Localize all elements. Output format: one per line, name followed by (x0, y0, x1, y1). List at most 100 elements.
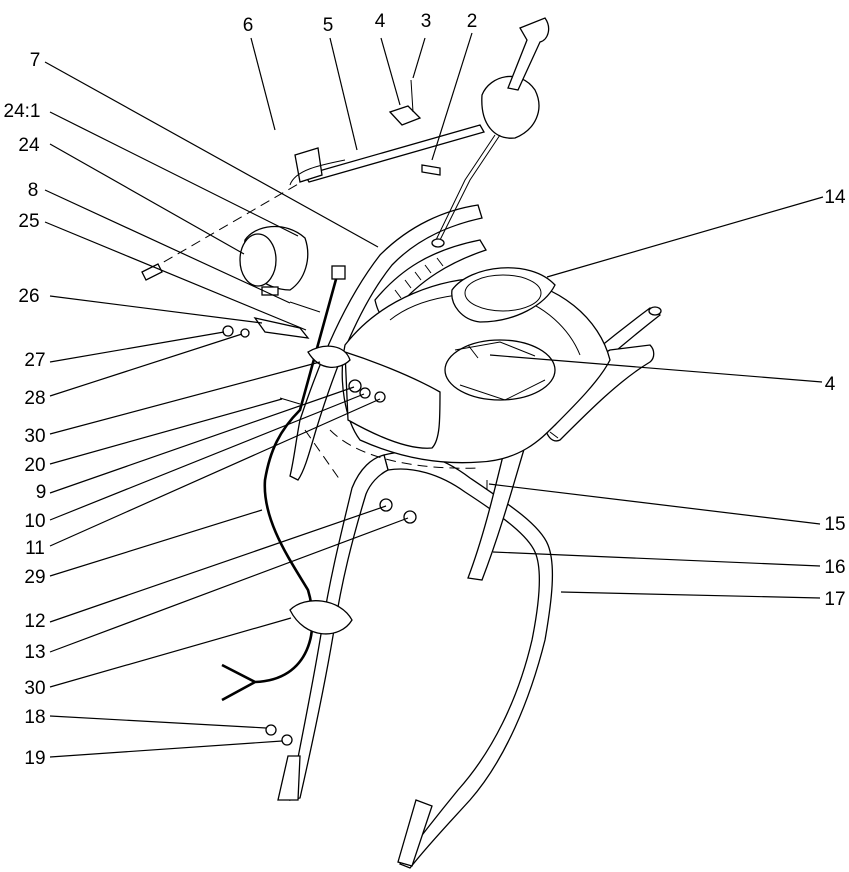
leader-10 (49, 393, 365, 521)
bolt-20 (279, 397, 301, 405)
mount-rod-dashed (149, 179, 306, 271)
leader-30a (49, 361, 321, 435)
chute-mount-opening (444, 339, 556, 401)
deflector-housing (481, 75, 540, 139)
bolt-2 (421, 164, 441, 176)
leader-18 (49, 715, 267, 729)
leader-20 (49, 398, 283, 465)
lower-handle-foot-right (397, 799, 433, 867)
washer-12 (379, 498, 393, 512)
callout-2: 2 (467, 11, 478, 32)
callout-4-lower: 4 (825, 374, 836, 395)
wire-harness (221, 271, 340, 702)
callout-7: 7 (30, 50, 41, 71)
callout-11: 11 (25, 538, 45, 559)
callout-24-1: 24:1 (4, 101, 41, 122)
callout-19: 19 (24, 748, 45, 769)
callout-26: 26 (18, 286, 39, 307)
callout-30-upper: 30 (24, 426, 45, 447)
nut-19 (281, 734, 293, 746)
left-grip-teeth (394, 257, 444, 299)
callout-18: 18 (24, 707, 45, 728)
leader-3 (412, 37, 426, 79)
callout-29: 29 (24, 567, 45, 588)
leader-9 (49, 386, 355, 494)
washer-9 (348, 379, 362, 393)
callout-12: 12 (24, 611, 45, 632)
leader-11 (49, 398, 381, 547)
callout-24: 24 (18, 135, 40, 156)
clip-6 (294, 147, 323, 183)
leader-19 (49, 740, 283, 758)
cable-tie-lower (289, 600, 353, 635)
callout-9: 9 (36, 482, 47, 503)
parts-illustration (141, 17, 662, 869)
deflector-handle (507, 17, 550, 91)
callout-28: 28 (24, 388, 45, 409)
callout-15: 15 (824, 514, 845, 535)
nut-13 (403, 510, 417, 524)
callout-5: 5 (323, 15, 334, 36)
callout-20: 20 (24, 455, 45, 476)
leader-26 (49, 295, 263, 324)
callout-6: 6 (243, 15, 254, 36)
callout-27: 27 (24, 350, 45, 371)
deflector-cable (435, 134, 501, 241)
upper-handle-left (289, 204, 483, 481)
leader-27 (49, 331, 225, 363)
control-plate (344, 351, 441, 449)
harness-connector (331, 265, 346, 280)
leader-30b (49, 617, 292, 688)
screw-4-lower (467, 344, 479, 359)
callout-16: 16 (824, 557, 845, 578)
leader-2 (431, 32, 473, 161)
leader-8 (44, 189, 291, 304)
callout-3: 3 (421, 11, 432, 32)
leader-7 (44, 61, 379, 248)
lower-handle-right (383, 451, 554, 869)
callout-30-lower: 30 (24, 678, 45, 699)
leader-29 (49, 509, 263, 577)
callout-13: 13 (24, 642, 45, 663)
cable-end (431, 238, 445, 248)
callout-14: 14 (824, 187, 846, 208)
upper-handle-right-end (648, 306, 662, 316)
leader-24 (49, 143, 245, 255)
wire-6 (289, 159, 346, 186)
washer-10 (359, 387, 371, 399)
leader-4b (489, 354, 823, 383)
washer-28 (240, 328, 250, 338)
leader-4a (380, 37, 401, 106)
bolt-8 (289, 301, 321, 313)
mount-rod (304, 124, 485, 183)
bracket-4 (388, 105, 422, 126)
bracket-26 (253, 316, 310, 339)
leader-5 (329, 37, 358, 151)
nut-27 (222, 325, 234, 337)
callout-17: 17 (824, 589, 845, 610)
bolt-18 (265, 724, 277, 736)
leader-16 (492, 551, 821, 567)
leader-17 (560, 591, 821, 599)
leader-24-1 (49, 111, 299, 237)
leader-lines (44, 32, 824, 758)
bolt-3 (410, 79, 414, 113)
callout-labels: 6 5 4 3 2 7 24:1 24 8 25 14 26 27 4 28 3… (4, 11, 846, 769)
callout-8: 8 (28, 180, 39, 201)
callout-25: 25 (18, 211, 39, 232)
lower-handle-foot-left (277, 755, 301, 801)
console-shadow-dashed (304, 429, 481, 481)
leader-25 (44, 221, 307, 331)
leader-28 (49, 333, 243, 397)
leader-15 (488, 483, 821, 525)
cover-plate (451, 267, 556, 323)
leader-13 (49, 517, 409, 653)
cover-plate-inner (464, 274, 542, 312)
callout-10: 10 (24, 511, 45, 532)
leader-6 (250, 37, 276, 131)
leader-12 (49, 505, 387, 623)
headlight-bracket (261, 286, 279, 296)
callout-4: 4 (375, 11, 386, 32)
headlight-lens (239, 233, 277, 287)
